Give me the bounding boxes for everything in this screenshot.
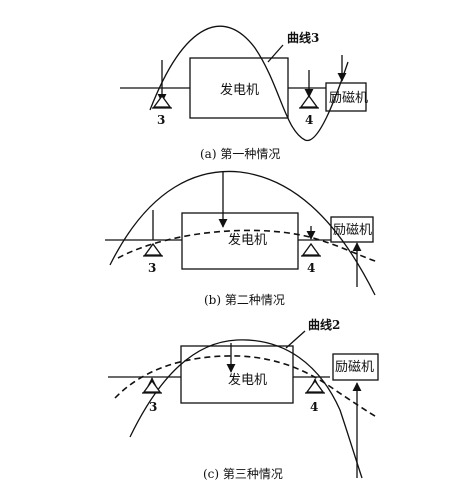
caption-a: (a) 第一种情况 — [200, 147, 280, 161]
exciter-label-c: 励磁机 — [335, 360, 374, 375]
bearing-number-left-a: 3 — [157, 113, 165, 127]
bearing-left-c — [142, 379, 162, 393]
caption-c: (c) 第三种情况 — [203, 467, 283, 481]
generator-label-b: 发电机 — [228, 232, 267, 248]
bearing-number-right-b: 4 — [307, 261, 315, 275]
caption-b: (b) 第二种情况 — [204, 293, 285, 307]
bearing-left-a — [152, 94, 172, 108]
solid-curve-c — [129, 339, 363, 479]
curve-label-c: 曲线2 — [308, 317, 340, 332]
generator-box-b — [181, 212, 299, 270]
panel-a — [120, 25, 367, 142]
panel-c — [108, 330, 379, 479]
solid-curve-b — [109, 170, 376, 296]
bearing-right-a — [299, 94, 319, 108]
exciter-label-a: 励磁机 — [329, 91, 368, 106]
generator-label-a: 发电机 — [220, 82, 259, 98]
leader-line-c — [285, 330, 306, 349]
dashed-curve-c — [114, 355, 379, 419]
bearing-number-left-b: 3 — [148, 261, 156, 275]
panel-b — [105, 170, 379, 296]
exciter-box-a — [325, 82, 367, 112]
bearing-left-b — [143, 242, 163, 256]
bearing-number-right-c: 4 — [310, 400, 318, 414]
bearing-right-c — [305, 379, 325, 393]
generator-box-a — [189, 57, 289, 119]
dashed-curve-b — [117, 229, 379, 263]
exciter-box-c — [332, 353, 379, 381]
bearing-number-left-c: 3 — [149, 400, 157, 414]
exciter-label-b: 励磁机 — [333, 223, 372, 238]
generator-label-c: 发电机 — [228, 372, 267, 388]
exciter-box-b — [330, 216, 374, 243]
bearing-right-b — [301, 242, 321, 256]
leader-line-a — [267, 44, 284, 63]
curve-label-a: 曲线3 — [287, 30, 319, 45]
curve-a — [149, 25, 349, 142]
bearing-number-right-a: 4 — [305, 113, 313, 127]
